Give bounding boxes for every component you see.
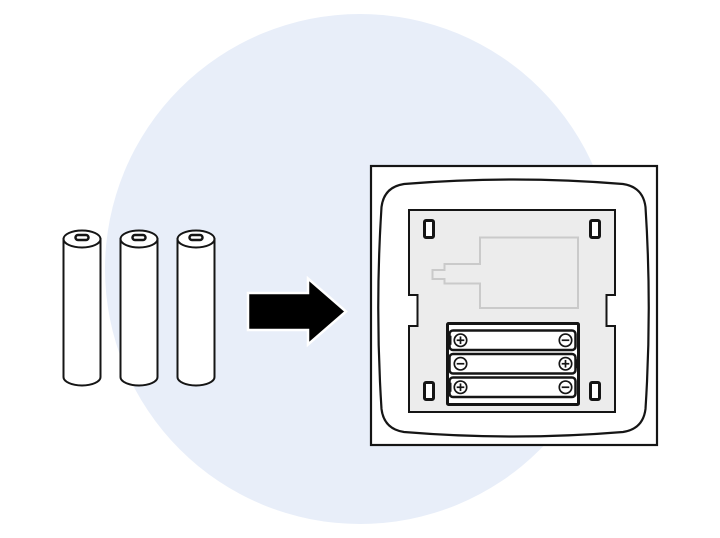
battery-contact-nub [574,359,580,369]
mounting-slots-group [423,219,601,401]
polarity-minus-icon [558,380,573,395]
battery-3 [176,229,216,387]
battery-slot-1 [446,329,577,352]
polarity-minus-icon [558,333,573,348]
wiring-cutout-outline [431,236,579,309]
device-back-view [369,164,659,447]
polarity-plus-icon [453,380,468,395]
battery-2 [119,229,159,387]
battery-slot-outline [448,352,577,375]
mounting-slot-bottom-right [589,381,601,401]
mounting-slot-bottom-left [423,381,435,401]
battery-body [62,238,102,387]
mounting-slot-top-right [589,219,601,239]
battery-slot-outline [448,329,577,352]
batteries-group [62,229,216,387]
right-arrow-icon [246,275,348,348]
battery-terminal [74,233,90,242]
battery-terminal [188,233,204,242]
battery-contact-nub [446,335,452,345]
battery-body [176,238,216,387]
battery-compartment-slots [446,329,580,399]
battery-compartment [446,322,580,406]
polarity-plus-icon [453,333,468,348]
battery-body [119,238,159,387]
mounting-slot-top-left [423,219,435,239]
polarity-minus-icon [453,356,468,371]
polarity-plus-icon [558,356,573,371]
battery-slot-2 [448,352,580,375]
battery-slot-outline [448,376,577,399]
battery-slot-3 [446,376,577,399]
battery-terminal [131,233,147,242]
battery-1 [62,229,102,387]
battery-contact-nub [446,382,452,392]
